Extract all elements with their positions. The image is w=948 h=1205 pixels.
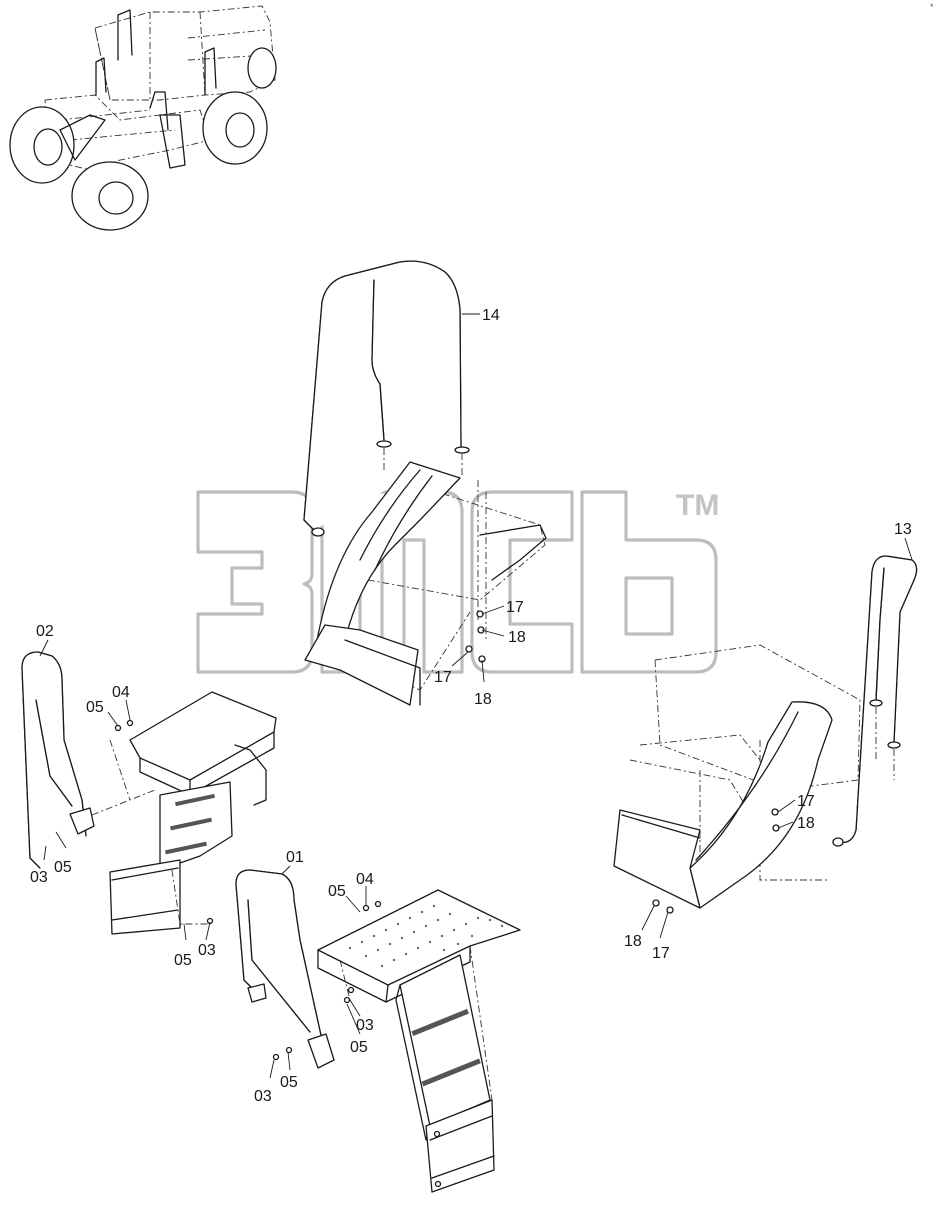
callout-05-left-rail: 05 (54, 859, 72, 876)
handrail-14-drawing (303, 260, 470, 537)
callout-18-right-lower: 18 (624, 933, 642, 950)
callout-18-centre-upper: 18 (508, 629, 526, 646)
callout-14: 14 (482, 307, 500, 324)
callout-04-front: 04 (356, 871, 374, 888)
callout-05-front-top: 05 (328, 883, 346, 900)
callout-18-right-upper: 18 (797, 815, 815, 832)
callout-17-centre-upper: 17 (506, 599, 524, 616)
callout-01: 01 (286, 849, 304, 866)
handrail-01-drawing (235, 869, 335, 1069)
page-mark: * (930, 2, 934, 12)
callout-05-left-step: 05 (174, 952, 192, 969)
callout-03-front-rail: 03 (254, 1088, 272, 1105)
callout-labels: 14 13 02 01 04 05 03 05 05 03 05 04 03 0… (30, 307, 912, 1105)
leader-lines (39, 313, 913, 1079)
loader-overview-drawing (9, 5, 277, 231)
callout-17-right-lower: 17 (652, 945, 670, 962)
callout-04-left: 04 (112, 684, 130, 701)
callout-17-centre-lower: 17 (434, 669, 452, 686)
left-step-drawing (91, 691, 277, 935)
callout-13: 13 (894, 521, 912, 538)
callout-05-left-top: 05 (86, 699, 104, 716)
callout-05-front-step: 05 (350, 1039, 368, 1056)
callout-17-right-upper: 17 (797, 793, 815, 810)
callout-02: 02 (36, 623, 54, 640)
callout-03-left-rail: 03 (30, 869, 48, 886)
centre-fender-drawing (304, 461, 547, 706)
handrail-02-drawing (21, 651, 95, 869)
callout-18-centre-lower: 18 (474, 691, 492, 708)
callout-05-front-rail: 05 (280, 1074, 298, 1091)
trademark-mark: TM (676, 489, 719, 522)
handrail-13-drawing (832, 555, 918, 847)
callout-03-left-step: 03 (198, 942, 216, 959)
callout-03-front-step: 03 (356, 1017, 374, 1034)
step-perforation-pattern (348, 904, 504, 968)
front-step-drawing (272, 889, 521, 1193)
watermark-logo: TM (196, 489, 719, 674)
right-fender-drawing (613, 644, 861, 914)
